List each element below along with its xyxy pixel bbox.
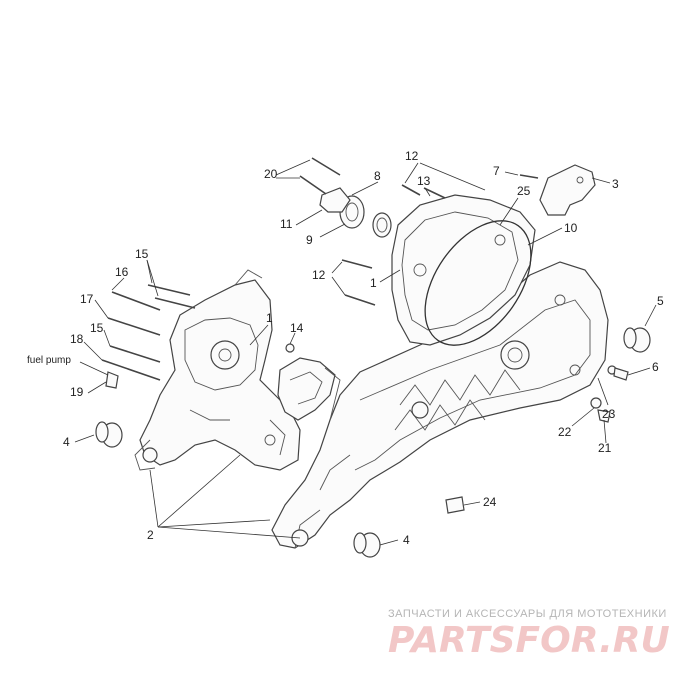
callout-labels: 20 12 8 13 7 3 25 11 9 10 15 16 12 1 17 … <box>27 149 664 547</box>
silent-block-left <box>95 421 123 448</box>
callout-3: 3 <box>612 177 619 191</box>
callout-4-left: 4 <box>63 435 70 449</box>
callout-20: 20 <box>264 167 278 181</box>
bush <box>445 496 465 514</box>
side-cover <box>391 194 536 346</box>
callout-19: 19 <box>70 385 84 399</box>
callout-8: 8 <box>374 169 381 183</box>
middle-mechanism <box>277 357 341 421</box>
callout-1-left: 1 <box>266 311 273 325</box>
callout-12-top: 12 <box>405 149 419 163</box>
callout-21: 21 <box>598 441 612 455</box>
callout-15-mid: 15 <box>90 321 104 335</box>
watermark-tagline: ЗАПЧАСТИ И АКСЕССУАРЫ ДЛЯ МОТОТЕХНИКИ <box>388 608 667 620</box>
leader-lines <box>74 159 657 546</box>
callout-23: 23 <box>602 407 616 421</box>
callout-9: 9 <box>306 233 313 247</box>
callout-6: 6 <box>652 360 659 374</box>
crankcase-left-half <box>134 269 301 471</box>
callout-13: 13 <box>417 174 431 188</box>
fuel-pump-fitting <box>105 371 119 389</box>
callout-1-cover: 1 <box>370 276 377 290</box>
callout-18: 18 <box>70 332 84 346</box>
callout-7: 7 <box>493 164 500 178</box>
callout-14: 14 <box>290 321 304 335</box>
gasket-ring <box>424 220 532 346</box>
crankcase-main <box>271 261 609 549</box>
bolts <box>101 157 539 381</box>
watermark: ЗАПЧАСТИ И АКСЕССУАРЫ ДЛЯ МОТОТЕХНИКИ PA… <box>388 608 670 661</box>
cover-plate <box>539 164 596 216</box>
callout-22: 22 <box>558 425 572 439</box>
callout-15-top: 15 <box>135 247 149 261</box>
callout-24: 24 <box>483 495 497 509</box>
oil-seal <box>372 212 392 238</box>
dowel-pin <box>285 343 295 353</box>
callout-17: 17 <box>80 292 94 306</box>
silent-block-bottom <box>353 532 381 558</box>
silent-block-right <box>623 327 651 353</box>
fuel-pump-label: fuel pump <box>27 355 71 366</box>
screw-plug <box>597 409 611 423</box>
callout-5: 5 <box>657 294 664 308</box>
watermark-brand: PARTSFOR.RU <box>388 620 670 661</box>
callout-25: 25 <box>517 184 531 198</box>
drain-plug <box>613 367 629 381</box>
retainer-plate <box>319 187 351 213</box>
callout-12-mid: 12 <box>312 268 326 282</box>
callout-10: 10 <box>564 221 578 235</box>
callout-2: 2 <box>147 528 154 542</box>
sealing-washer <box>590 397 602 409</box>
callout-11: 11 <box>280 217 293 231</box>
callout-4-bottom: 4 <box>403 533 410 547</box>
callout-16: 16 <box>115 265 129 279</box>
